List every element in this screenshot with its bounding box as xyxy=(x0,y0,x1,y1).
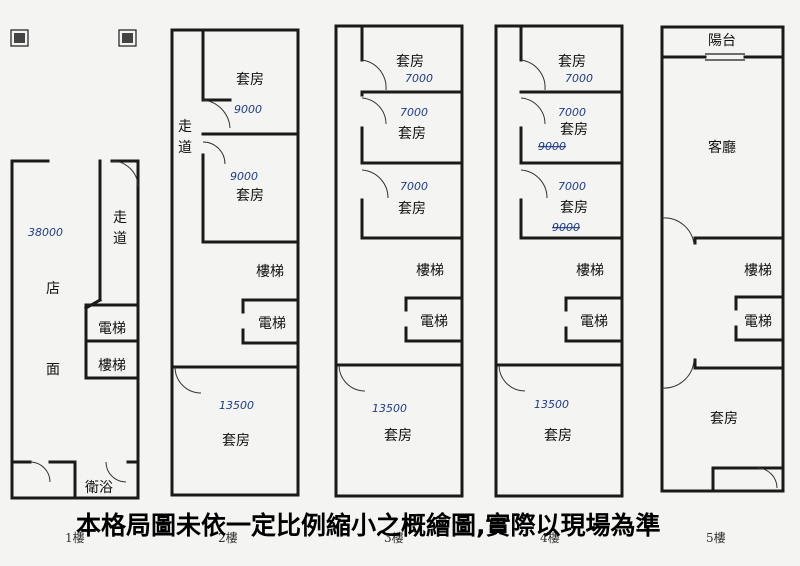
room-label: 套房 xyxy=(398,201,426,217)
room-label: 樓梯 xyxy=(576,263,604,279)
room-label: 走 xyxy=(113,210,127,226)
room-label: 樓梯 xyxy=(744,263,772,279)
room-label: 電梯 xyxy=(420,314,448,330)
room-label: 套房 xyxy=(560,200,588,216)
rent-note: 13500 xyxy=(219,399,254,412)
floor-label: 3樓 xyxy=(384,530,404,545)
rent-note: 9000 xyxy=(230,170,258,183)
disclaimer-text: 本格局圖未依一定比例縮小之概繪圖,實際以現場為準 xyxy=(76,511,661,540)
room-label: 電梯 xyxy=(580,314,608,330)
room-label: 道 xyxy=(113,231,127,247)
corner-mark-left-fill xyxy=(14,33,25,43)
floor-label: 2樓 xyxy=(218,530,238,545)
room-label: 套房 xyxy=(236,72,264,88)
floor-label: 4樓 xyxy=(540,530,560,545)
room-label: 客廳 xyxy=(708,139,736,156)
room-label: 店 xyxy=(46,281,60,297)
rent-note: 7000 xyxy=(400,106,428,119)
room-label: 套房 xyxy=(544,428,572,444)
room-label: 面 xyxy=(46,362,60,378)
room-label: 套房 xyxy=(710,411,738,427)
rent-note: 38000 xyxy=(28,226,63,239)
room-label: 套房 xyxy=(396,54,424,70)
room-label: 套房 xyxy=(398,126,426,142)
room-label: 套房 xyxy=(560,122,588,138)
floor-label: 1樓 xyxy=(65,530,85,545)
rent-note: 7000 xyxy=(400,180,428,193)
rent-note: 7000 xyxy=(405,72,433,85)
room-label: 樓梯 xyxy=(256,264,284,280)
room-label: 電梯 xyxy=(744,314,772,330)
struck-rent-note: 9000 xyxy=(552,221,580,234)
room-label: 套房 xyxy=(384,428,412,444)
struck-rent-note: 9000 xyxy=(538,140,566,153)
corner-mark-right-fill xyxy=(122,33,133,43)
room-label: 套房 xyxy=(236,188,264,204)
corner-mark-right xyxy=(118,29,137,47)
corner-mark-left xyxy=(10,29,29,47)
rent-note: 7000 xyxy=(558,106,586,119)
room-label: 電梯 xyxy=(98,321,126,337)
room-label: 電梯 xyxy=(258,316,286,332)
room-label: 樓梯 xyxy=(416,263,444,279)
rent-note: 7000 xyxy=(558,180,586,193)
floor-2-plan: 套房 套房 走 道 樓梯 電梯 套房 9000 9000 13500 2樓 xyxy=(170,28,300,545)
floor-1-plan: 店 面 走 道 電梯 樓梯 衛浴 38000 1樓 xyxy=(10,159,140,545)
room-label: 衛浴 xyxy=(85,480,113,496)
room-label: 樓梯 xyxy=(98,358,126,374)
room-label: 走 xyxy=(178,119,192,135)
corner-marks xyxy=(10,29,137,47)
disclaimer-caption: 本格局圖未依一定比例縮小之概繪圖,實際以現場為準 xyxy=(76,506,796,542)
room-label: 陽台 xyxy=(708,33,736,49)
floor-5-plan: 陽台 客廳 樓梯 電梯 套房 5樓 xyxy=(660,25,785,545)
room-label: 道 xyxy=(178,140,192,156)
floor-3-plan: 套房 套房 套房 樓梯 電梯 套房 7000 7000 7000 13500 3… xyxy=(334,24,464,545)
rent-note: 13500 xyxy=(534,398,569,411)
floor-4-plan: 套房 套房 套房 樓梯 電梯 套房 7000 7000 9000 7000 90… xyxy=(494,24,624,545)
rent-note: 9000 xyxy=(234,103,262,116)
room-label: 套房 xyxy=(222,433,250,449)
rent-note: 7000 xyxy=(565,72,593,85)
floor-label: 5樓 xyxy=(706,530,726,545)
room-label: 套房 xyxy=(558,54,586,70)
rent-note: 13500 xyxy=(372,402,407,415)
